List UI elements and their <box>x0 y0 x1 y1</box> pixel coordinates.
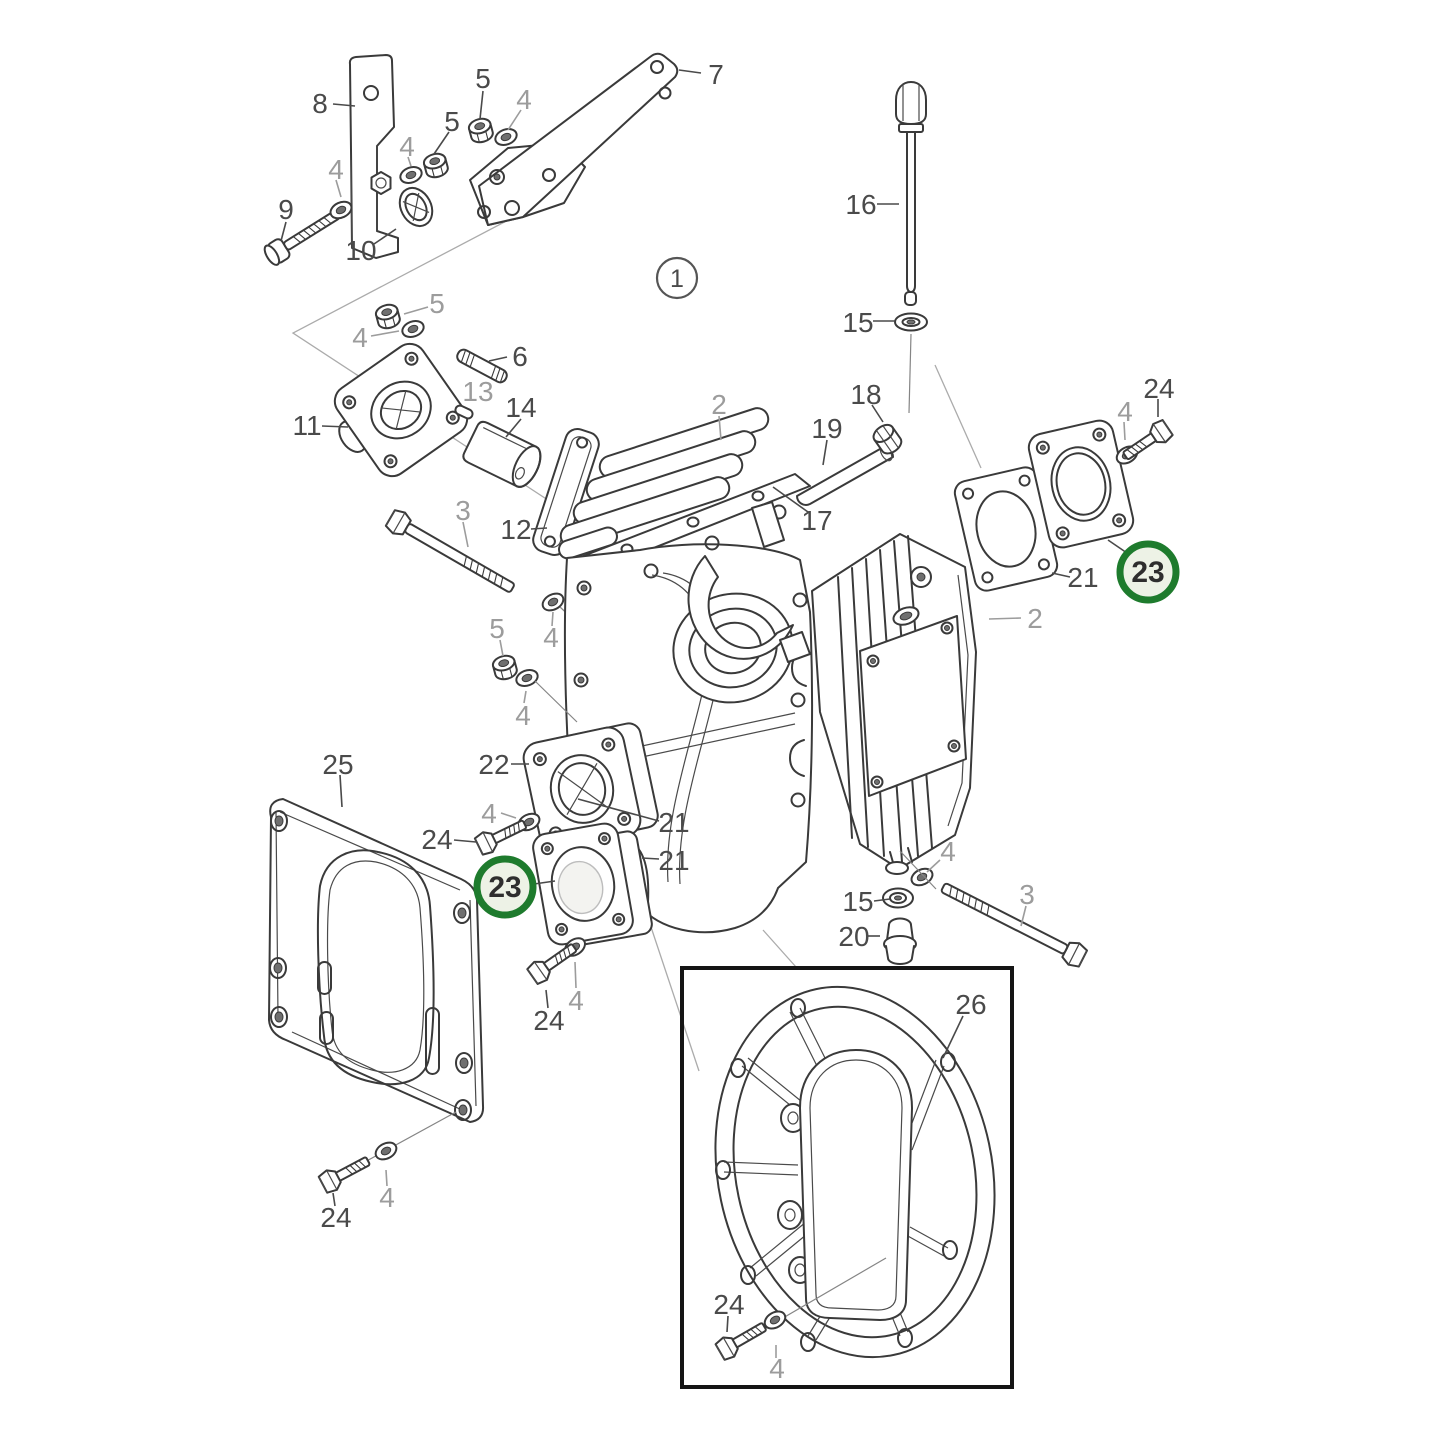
part-label-4: 4 <box>399 131 415 162</box>
part-label-15: 15 <box>842 886 873 917</box>
part-label-4: 4 <box>543 622 559 653</box>
washer-4 <box>397 163 425 187</box>
part-label-17: 17 <box>801 505 832 536</box>
group-separator-lines <box>291 185 982 1072</box>
part-14-bushing <box>462 420 542 488</box>
part-label-21: 21 <box>658 807 689 838</box>
nut-5 <box>466 115 496 146</box>
highlight-label: 23 <box>488 871 521 904</box>
washer-4 <box>513 666 541 690</box>
part-label-4: 4 <box>769 1353 785 1384</box>
part-label-4: 4 <box>940 836 956 867</box>
part-11-mounting-flange <box>333 342 469 478</box>
part-label-10: 10 <box>345 235 376 266</box>
nut-5 <box>421 150 451 181</box>
part-10-spacer-ring <box>398 186 434 228</box>
part-label-4: 4 <box>328 154 344 185</box>
part-label-14: 14 <box>505 392 536 423</box>
part-label-4: 4 <box>516 84 532 115</box>
bolt-24 <box>316 1150 375 1196</box>
part-label-4: 4 <box>515 700 531 731</box>
part-label-18: 18 <box>850 379 881 410</box>
part-7-bracket-arm <box>469 52 679 226</box>
part-label-24: 24 <box>421 824 452 855</box>
part-label-19: 19 <box>811 413 842 444</box>
part-label-3: 3 <box>455 495 471 526</box>
highlight-ring <box>473 855 537 919</box>
part-label-4: 4 <box>379 1182 395 1213</box>
part-9-socket-bolt <box>263 197 356 266</box>
part-label-22: 22 <box>478 749 509 780</box>
part-label-2: 2 <box>711 389 727 420</box>
part-label-24: 24 <box>1143 373 1174 404</box>
part-25-end-plate <box>268 798 485 1123</box>
part-18-plug <box>872 423 903 455</box>
assembly-callout-label: 1 <box>670 265 684 293</box>
nut-5 <box>373 301 403 332</box>
part-label-3: 3 <box>1019 879 1035 910</box>
part-17-shift-fork <box>687 501 811 663</box>
part-label-26: 26 <box>955 989 986 1020</box>
part-label-5: 5 <box>475 63 491 94</box>
part-label-5: 5 <box>489 613 505 644</box>
part-label-21: 21 <box>658 845 689 876</box>
part-6-stud <box>456 348 508 384</box>
part-label-4: 4 <box>1117 396 1133 427</box>
part-2-side-cover <box>811 533 977 875</box>
washer-4 <box>371 1138 401 1164</box>
highlight-callout-23-right[interactable]: 23 <box>1116 540 1180 604</box>
part-label-20: 20 <box>838 921 869 952</box>
highlight-label: 23 <box>1131 556 1164 589</box>
part-15-seal-washer-upper <box>894 312 928 332</box>
part-label-8: 8 <box>312 88 328 119</box>
part-13-pin <box>454 404 474 420</box>
highlight-ring <box>1116 540 1180 604</box>
part-label-15: 15 <box>842 307 873 338</box>
part-20-drain-plug <box>883 917 917 965</box>
nut-5 <box>490 652 520 683</box>
assembly-callout-1: 1 <box>655 256 699 300</box>
part-16-dipstick <box>895 81 927 306</box>
part-3-bolt-right <box>940 882 1088 968</box>
part-label-24: 24 <box>533 1005 564 1036</box>
washer-4 <box>399 317 427 341</box>
part-label-16: 16 <box>845 189 876 220</box>
part-label-7: 7 <box>708 59 724 90</box>
part-label-12: 12 <box>500 514 531 545</box>
part-12-gasket-bracket <box>532 427 600 557</box>
part-label-5: 5 <box>444 106 460 137</box>
part-label-2: 2 <box>1027 603 1043 634</box>
part-label-6: 6 <box>512 341 528 372</box>
part-label-9: 9 <box>278 194 294 225</box>
part-3-bolt-left <box>384 509 515 593</box>
part-23-cover-plate-left <box>532 822 634 946</box>
part-label-24: 24 <box>713 1289 744 1320</box>
part-label-21: 21 <box>1067 562 1098 593</box>
washer-4 <box>492 125 520 149</box>
part-label-4: 4 <box>481 798 497 829</box>
part-label-4: 4 <box>568 985 584 1016</box>
part-labels: 8 5 4 4 5 7 4 9 10 16 15 5 4 11 6 13 14 … <box>278 59 1174 1384</box>
inset-box <box>680 966 1014 1389</box>
part-label-13: 13 <box>462 376 493 407</box>
washer-4 <box>538 589 568 615</box>
part-15-seal-washer-lower <box>882 887 914 909</box>
bolt-24 <box>525 937 582 987</box>
highlight-callout-23-left[interactable]: 23 <box>473 855 537 919</box>
part-label-5: 5 <box>429 288 445 319</box>
part-26-adapter-plate <box>714 985 996 1359</box>
part-label-4: 4 <box>352 322 368 353</box>
part-8-bracket <box>348 54 399 259</box>
bolt-24 <box>713 1315 771 1363</box>
part-label-25: 25 <box>322 749 353 780</box>
part-23-cover-plate-right <box>1027 419 1135 549</box>
part-19-shift-rod <box>796 444 894 506</box>
part-label-11: 11 <box>292 410 321 441</box>
part-label-24: 24 <box>320 1202 351 1233</box>
leader-lines <box>280 69 1159 1358</box>
